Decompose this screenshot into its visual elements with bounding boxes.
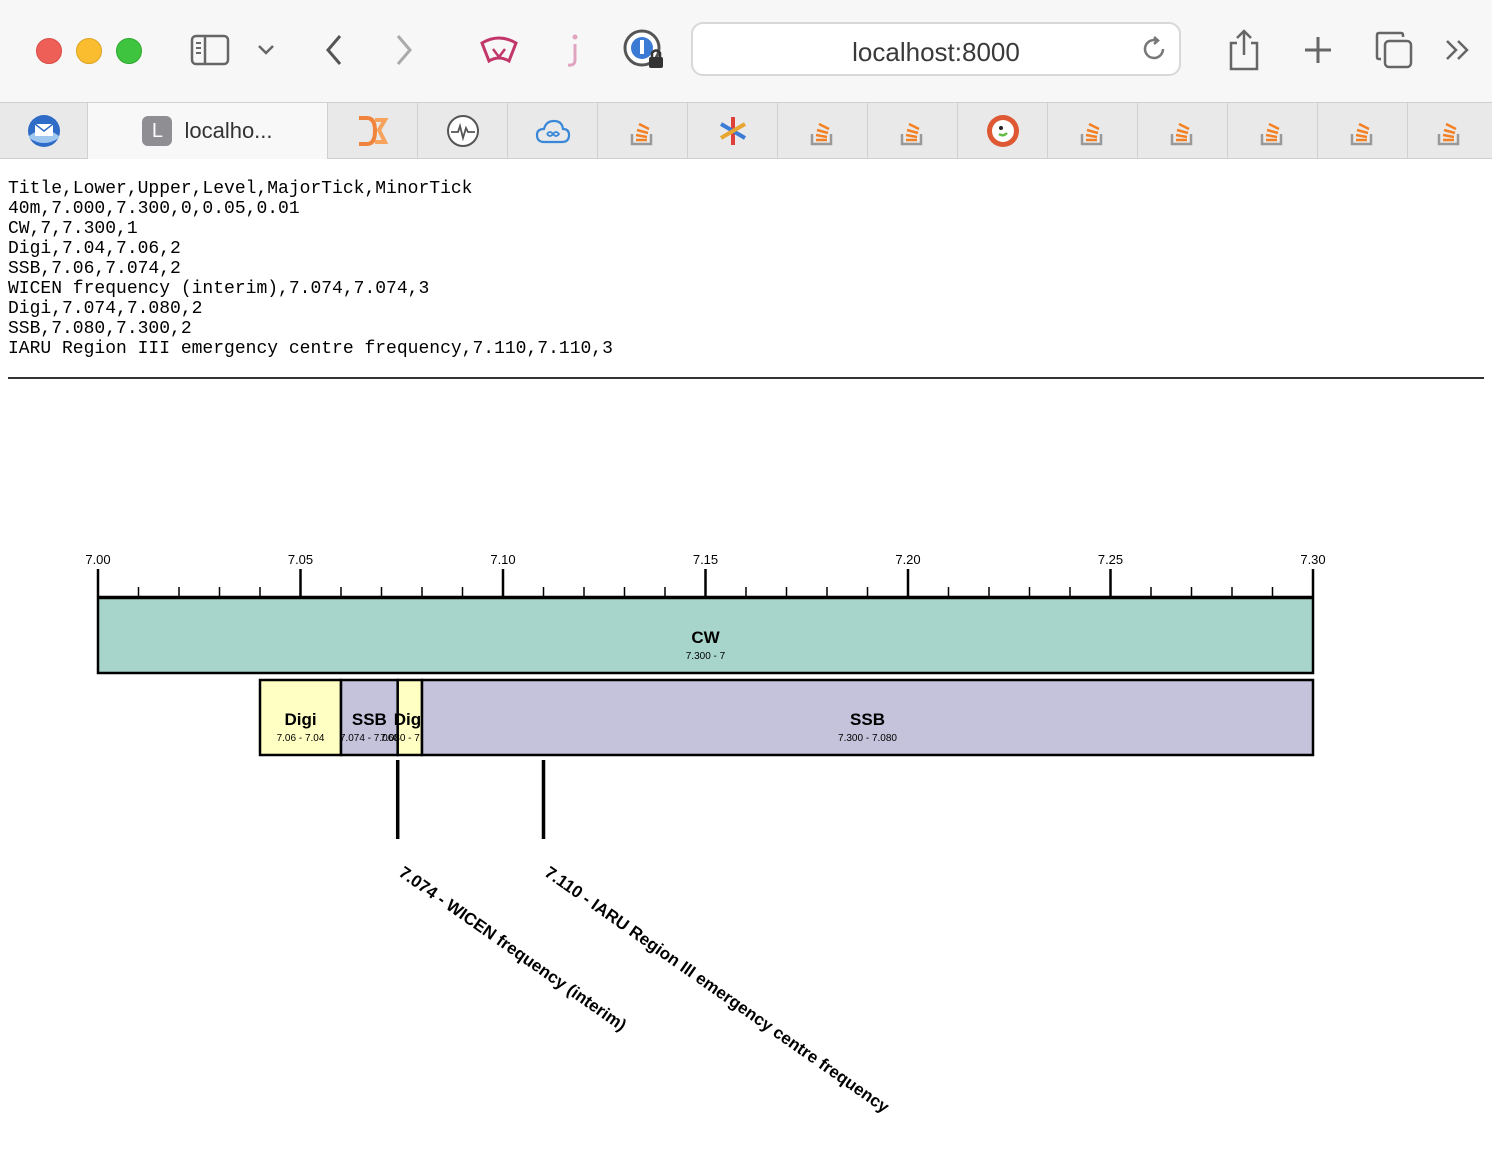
stackoverflow-icon <box>900 122 922 146</box>
band-label: SSB <box>850 710 885 729</box>
stackoverflow-icon <box>1080 122 1102 146</box>
csv-line: CW,7,7.300,1 <box>8 219 138 239</box>
tab-so-8[interactable] <box>1408 103 1492 159</box>
tab-overview-icon[interactable] <box>1370 26 1418 74</box>
tab-activity[interactable] <box>418 103 508 159</box>
tick-label: 7.30 <box>1300 552 1325 567</box>
cloud-icon <box>535 119 570 144</box>
csv-line: Digi,7.04,7.06,2 <box>8 239 181 259</box>
minimize-window-button[interactable] <box>76 38 102 64</box>
tick-label: 7.15 <box>693 552 718 567</box>
band-rect <box>96 596 1315 675</box>
marker-label: 7.074 - WICEN frequency (interim) <box>395 863 630 1035</box>
tab-so-6[interactable] <box>1228 103 1318 159</box>
tab-so-1[interactable] <box>598 103 688 159</box>
csv-line: Title,Lower,Upper,Level,MajorTick,MinorT… <box>8 179 473 199</box>
stackoverflow-icon <box>1350 122 1372 146</box>
wifi-shield-icon[interactable] <box>475 26 523 74</box>
more-icon[interactable] <box>1434 26 1482 74</box>
url-text[interactable]: localhost:8000 <box>852 37 1020 67</box>
close-window-button[interactable] <box>36 38 62 64</box>
horizontal-rule <box>8 377 1484 379</box>
stackoverflow-icon <box>630 122 652 146</box>
band-rect <box>420 678 1315 757</box>
band-label: Digi <box>394 710 426 729</box>
share-icon[interactable] <box>1220 26 1268 74</box>
stackoverflow-icon <box>1170 122 1192 146</box>
tab-so-7[interactable] <box>1318 103 1408 159</box>
tab-localhost[interactable]: L localho... <box>88 103 328 159</box>
tab-mail[interactable] <box>0 103 88 159</box>
tick-label: 7.00 <box>85 552 110 567</box>
tab-bar: L localho... <box>0 102 1492 159</box>
csv-line: SSB,7.080,7.300,2 <box>8 319 192 339</box>
csv-line: IARU Region III emergency centre frequen… <box>8 339 613 359</box>
tab-duckduckgo[interactable] <box>958 103 1048 159</box>
tab-d3[interactable] <box>328 103 418 159</box>
forward-icon[interactable] <box>380 26 428 74</box>
tab-asterisk[interactable] <box>688 103 778 159</box>
csv-line: 40m,7.000,7.300,0,0.05,0.01 <box>8 199 300 219</box>
browser-toolbar: localhost:8000 <box>0 0 1492 102</box>
stackoverflow-icon <box>810 122 832 146</box>
zoom-window-button[interactable] <box>116 38 142 64</box>
band-range-label: 7.074 - 7.060 <box>340 733 399 744</box>
password-lock-icon[interactable] <box>620 26 668 74</box>
band-range-label: 7.080 - 7.074 <box>380 733 439 744</box>
new-tab-icon[interactable] <box>1294 26 1342 74</box>
band-range-label: 7.06 - 7.04 <box>277 733 325 744</box>
activity-monitor-icon <box>446 115 479 147</box>
chevron-down-icon[interactable] <box>242 26 290 74</box>
tick-label: 7.20 <box>895 552 920 567</box>
tab-so-2[interactable] <box>778 103 868 159</box>
tab-label: localho... <box>184 118 273 143</box>
tab-so-5[interactable] <box>1138 103 1228 159</box>
tick-label: 7.05 <box>288 552 313 567</box>
band-range-label: 7.300 - 7.080 <box>838 733 897 744</box>
letter-l-icon: L <box>142 116 173 146</box>
stackoverflow-icon <box>1260 122 1282 146</box>
tick-label: 7.25 <box>1098 552 1123 567</box>
csv-line: SSB,7.06,7.074,2 <box>8 259 181 279</box>
band-label: SSB <box>352 710 387 729</box>
tab-so-3[interactable] <box>868 103 958 159</box>
band-rect <box>258 678 343 757</box>
band-label: CW <box>691 628 720 647</box>
page-content: Title,Lower,Upper,Level,MajorTick,MinorT… <box>0 159 1492 1150</box>
back-icon[interactable] <box>310 26 358 74</box>
reload-icon[interactable] <box>1139 34 1169 69</box>
asterisk-icon <box>719 117 746 145</box>
address-bar[interactable]: localhost:8000 <box>691 22 1181 76</box>
band-rect <box>396 678 424 757</box>
tab-cloud[interactable] <box>508 103 598 159</box>
marker-label: 7.110 - IARU Region III emergency centre… <box>541 863 893 1117</box>
sidebar-icon[interactable] <box>186 26 234 74</box>
tick-label: 7.10 <box>490 552 515 567</box>
j-icon[interactable] <box>548 26 596 74</box>
d3-icon <box>358 116 389 146</box>
csv-line: Digi,7.074,7.080,2 <box>8 299 203 319</box>
csv-line: WICEN frequency (interim),7.074,7.074,3 <box>8 279 430 299</box>
band-label: Digi <box>284 710 316 729</box>
tab-so-4[interactable] <box>1048 103 1138 159</box>
band-range-label: 7.300 - 7 <box>686 651 726 662</box>
stackoverflow-icon <box>1437 122 1460 146</box>
mail-icon <box>27 115 60 147</box>
duckduckgo-icon <box>986 115 1019 147</box>
